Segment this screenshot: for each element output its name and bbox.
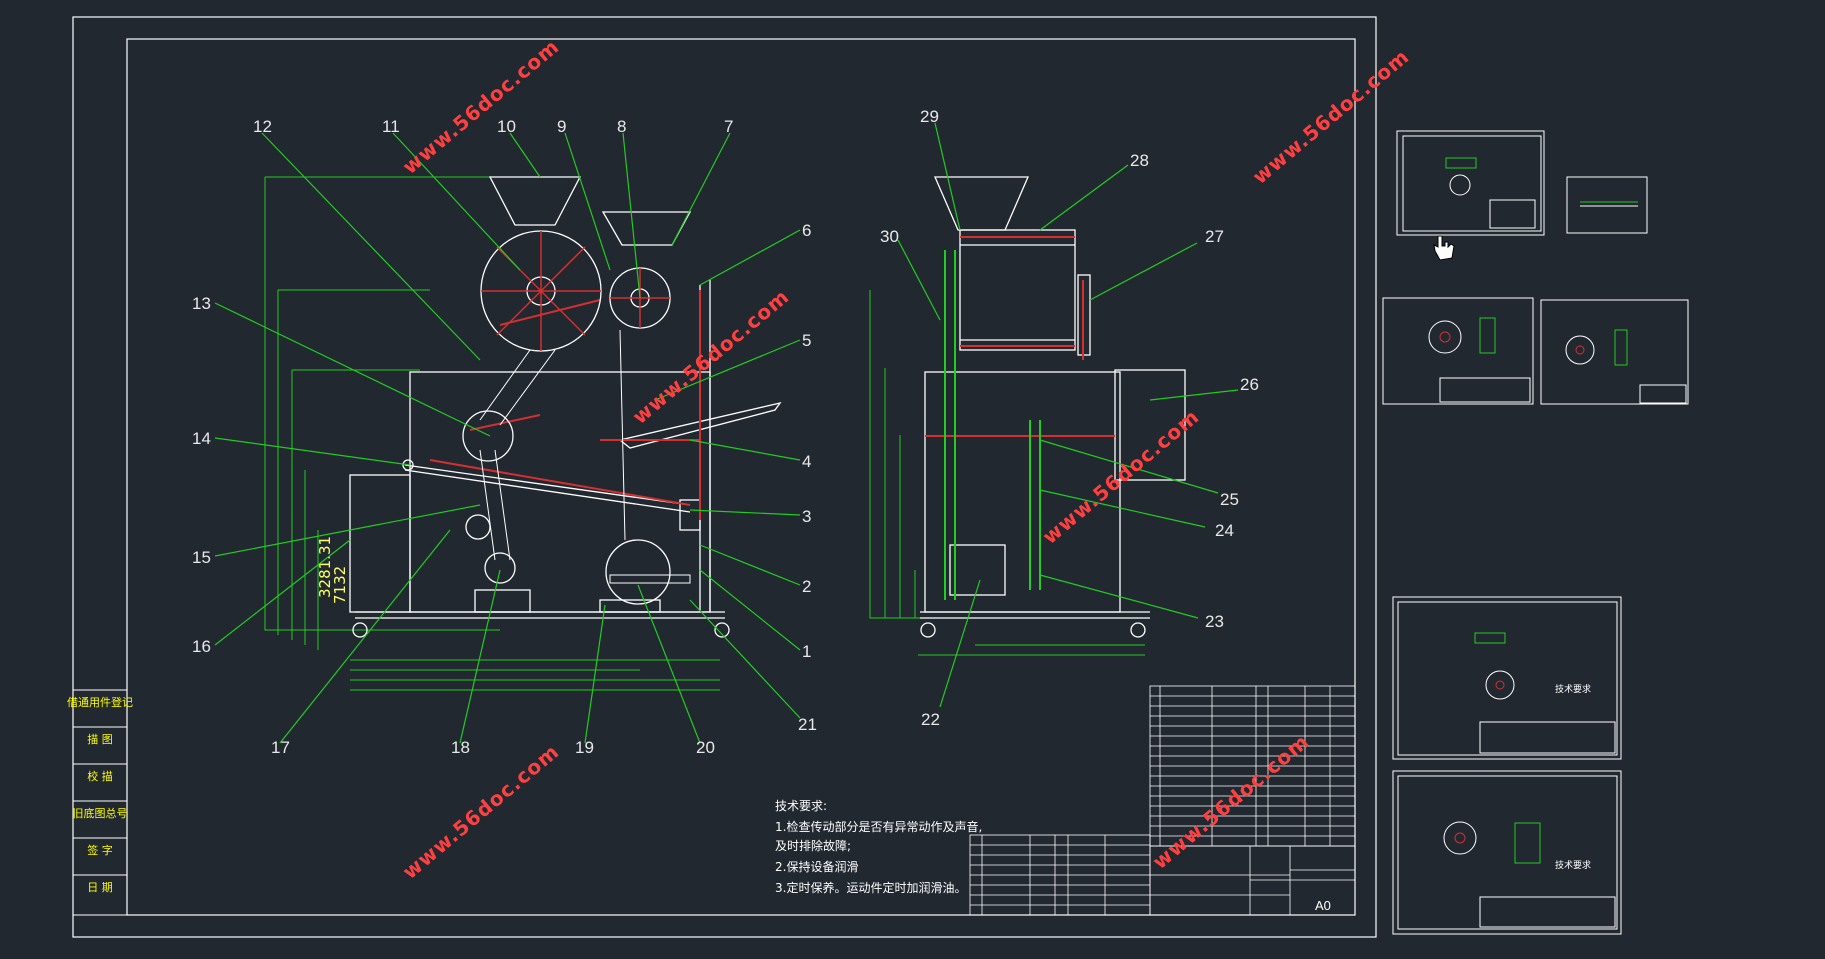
part-label-20: 20 bbox=[696, 738, 715, 757]
inner-sheet-frame bbox=[126, 38, 1356, 916]
dimension-2: 7132 bbox=[331, 566, 349, 604]
part-label-5: 5 bbox=[802, 331, 811, 350]
sidebar-block: 借通用件登记 描 图 校 描 旧底图总号 签 字 日 期 bbox=[67, 689, 133, 916]
part-label-21: 21 bbox=[798, 715, 817, 734]
part-label-23: 23 bbox=[1205, 612, 1224, 631]
part-label-8: 8 bbox=[617, 117, 626, 136]
sidebar-label-3: 旧底图总号 bbox=[73, 806, 128, 820]
notes-line-3: 3.定时保养。运动件定时加润滑油。 bbox=[775, 880, 966, 895]
part-labels-left: 12 11 10 9 8 7 6 5 4 3 2 1 13 14 15 16 1… bbox=[192, 117, 817, 757]
part-label-25: 25 bbox=[1220, 490, 1239, 509]
part-label-15: 15 bbox=[192, 548, 211, 567]
part-label-10: 10 bbox=[497, 117, 516, 136]
part-label-6: 6 bbox=[802, 221, 811, 240]
part-label-4: 4 bbox=[802, 452, 811, 471]
watermark-6: www.56doc.com bbox=[1148, 729, 1314, 874]
part-label-12: 12 bbox=[253, 117, 272, 136]
sidebar-label-4: 签 字 bbox=[87, 843, 113, 857]
sidebar-label-1: 描 图 bbox=[87, 732, 113, 746]
watermark-5: www.56doc.com bbox=[398, 739, 564, 884]
thumbnail-6-notes: 技术要求 bbox=[1555, 859, 1591, 871]
part-label-13: 13 bbox=[192, 294, 211, 313]
front-view-machine: 3281.31 7132 bbox=[264, 176, 782, 691]
notes-heading: 技术要求: bbox=[775, 799, 827, 813]
part-label-19: 19 bbox=[575, 738, 594, 757]
thumbnail-2[interactable] bbox=[1566, 176, 1648, 234]
watermark-4: www.56doc.com bbox=[1038, 404, 1204, 549]
part-label-17: 17 bbox=[271, 738, 290, 757]
part-labels-right: 29 28 30 27 26 25 24 23 22 bbox=[880, 107, 1259, 729]
thumbnail-6[interactable] bbox=[1392, 770, 1622, 935]
side-view-machine bbox=[869, 176, 1186, 656]
dimension-1: 3281.31 bbox=[316, 536, 334, 598]
technical-notes: 技术要求: 1.检查传动部分是否有异常动作及声音, 及时排除故障; 2.保持设备… bbox=[775, 799, 982, 895]
sidebar-label-0: 借通用件登记 bbox=[67, 695, 133, 709]
part-label-7: 7 bbox=[724, 117, 733, 136]
hand-pointer-icon bbox=[1433, 235, 1455, 261]
part-label-27: 27 bbox=[1205, 227, 1224, 246]
part-label-1: 1 bbox=[802, 642, 811, 661]
sheet-size-label: A0 bbox=[1315, 898, 1331, 913]
thumbnail-5[interactable] bbox=[1392, 596, 1622, 760]
sidebar-label-5: 日 期 bbox=[87, 881, 113, 894]
part-label-22: 22 bbox=[921, 710, 940, 729]
parts-list-table-lower bbox=[969, 834, 1151, 916]
part-label-16: 16 bbox=[192, 637, 211, 656]
part-label-18: 18 bbox=[451, 738, 470, 757]
part-label-2: 2 bbox=[802, 577, 811, 596]
thumbnail-3[interactable] bbox=[1382, 297, 1534, 405]
part-label-9: 9 bbox=[557, 117, 566, 136]
leader-lines-left bbox=[214, 132, 801, 744]
watermark-1: www.56doc.com bbox=[398, 34, 564, 179]
part-label-30: 30 bbox=[880, 227, 899, 246]
watermark-2: www.56doc.com bbox=[628, 284, 794, 429]
leader-lines-right bbox=[897, 122, 1239, 708]
part-label-29: 29 bbox=[920, 107, 939, 126]
notes-line-2: 2.保持设备润滑 bbox=[775, 859, 858, 874]
watermark-3: www.56doc.com bbox=[1248, 44, 1414, 189]
parts-list-table bbox=[1149, 685, 1356, 847]
part-label-3: 3 bbox=[802, 507, 811, 526]
notes-line-1b: 及时排除故障; bbox=[775, 838, 851, 853]
outer-sheet-frame bbox=[72, 16, 1377, 938]
thumbnail-4[interactable] bbox=[1540, 299, 1689, 405]
sidebar-label-2: 校 描 bbox=[87, 769, 113, 783]
notes-line-1: 1.检查传动部分是否有异常动作及声音, bbox=[775, 819, 982, 834]
thumbnail-1[interactable] bbox=[1396, 130, 1545, 236]
part-label-26: 26 bbox=[1240, 375, 1259, 394]
part-label-28: 28 bbox=[1130, 151, 1149, 170]
title-block bbox=[1149, 845, 1356, 916]
part-label-24: 24 bbox=[1215, 521, 1234, 540]
thumbnail-5-notes: 技术要求 bbox=[1555, 683, 1591, 695]
part-label-14: 14 bbox=[192, 429, 211, 448]
part-label-11: 11 bbox=[382, 117, 400, 136]
